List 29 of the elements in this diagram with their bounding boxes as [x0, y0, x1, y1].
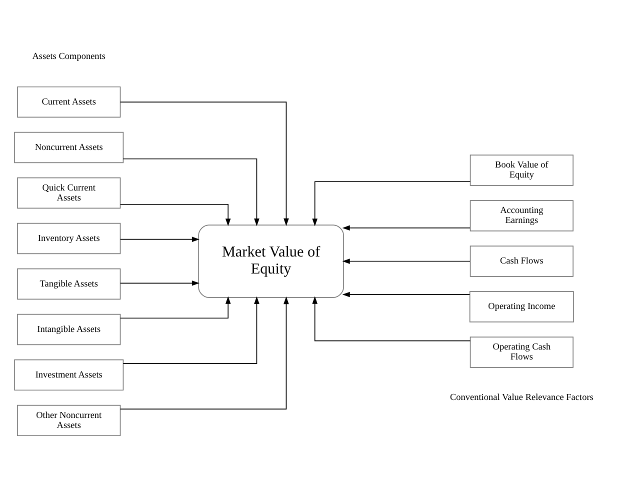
arrow	[120, 280, 200, 286]
arrow	[342, 258, 470, 264]
node-box: Other Noncurrent Assets	[17, 404, 121, 436]
arrow	[342, 292, 470, 298]
arrow	[122, 296, 260, 364]
node-box: Investment Assets	[14, 359, 124, 391]
node-box: Accounting Earnings	[470, 200, 574, 232]
arrow	[120, 296, 231, 319]
arrow	[120, 204, 231, 226]
node-box: Cash Flows	[470, 246, 574, 277]
node-box: Book Value of Equity	[470, 154, 574, 186]
node-box: Noncurrent Assets	[14, 132, 124, 164]
label: Conventional Value Relevance Factors	[450, 393, 594, 404]
label: Assets Components	[32, 52, 106, 62]
arrow	[120, 296, 289, 410]
arrow	[122, 158, 260, 226]
arrow	[312, 181, 471, 226]
node-box: Current Assets	[17, 86, 121, 118]
arrow	[342, 225, 470, 231]
node-box: Intangible Assets	[17, 314, 121, 346]
arrow	[312, 296, 471, 342]
arrow	[120, 102, 289, 226]
node-box: Inventory Assets	[17, 222, 121, 254]
node-box: Operating Income	[469, 291, 574, 322]
node-box: Market Value of Equity	[198, 224, 344, 298]
node-box: Quick Current Assets	[17, 177, 121, 209]
node-box: Operating Cash Flows	[470, 336, 574, 368]
node-box: Tangible Assets	[17, 268, 121, 300]
arrow	[120, 236, 200, 242]
